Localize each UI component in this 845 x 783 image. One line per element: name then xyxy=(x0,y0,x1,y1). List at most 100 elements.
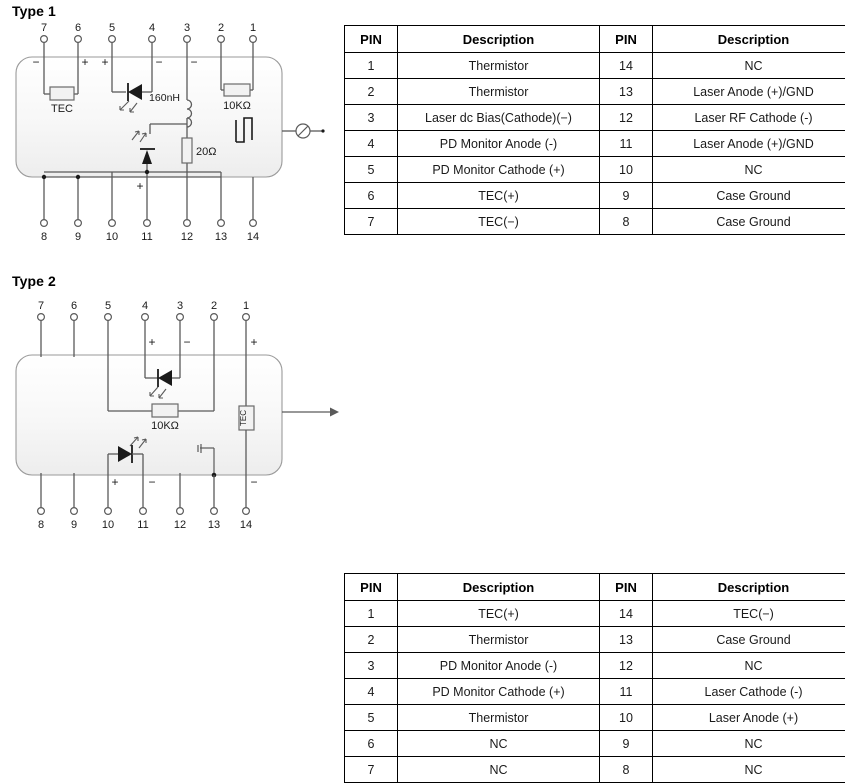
cell-pin-left: 5 xyxy=(345,705,398,731)
tec-label: TEC xyxy=(51,103,73,115)
cell-desc-right: Case Ground xyxy=(653,209,845,235)
cell-desc-left: Thermistor xyxy=(398,79,600,105)
polarity-bottom-14: − xyxy=(250,475,257,489)
cell-pin-right: 8 xyxy=(600,209,653,235)
cell-pin-right: 14 xyxy=(600,601,653,627)
pin-label-8: 8 xyxy=(41,231,47,243)
pin-terminal-8 xyxy=(38,508,45,515)
cell-pin-right: 12 xyxy=(600,653,653,679)
tec-element xyxy=(50,87,74,100)
header-desc-right: Description xyxy=(653,26,845,53)
pin-label-1: 1 xyxy=(243,300,249,312)
table-header-row: PIN Description PIN Description xyxy=(345,574,845,601)
cell-desc-right: TEC(−) xyxy=(653,601,845,627)
thermistor-label: 10KΩ xyxy=(151,420,179,432)
cell-pin-right: 11 xyxy=(600,131,653,157)
pin-terminal-13 xyxy=(211,508,218,515)
cell-pin-right: 12 xyxy=(600,105,653,131)
pin-terminal-14 xyxy=(250,220,257,227)
cell-desc-right: NC xyxy=(653,757,845,783)
polarity-top-3: − xyxy=(183,335,190,349)
pin-terminal-13 xyxy=(218,220,225,227)
resistor-element xyxy=(182,138,192,163)
polarity-bottom-11: + xyxy=(136,179,143,193)
table-header-row: PIN Description PIN Description xyxy=(345,26,845,53)
output-terminal-dot xyxy=(321,129,324,132)
pin-label-11: 11 xyxy=(137,519,148,531)
pin-label-3: 3 xyxy=(177,300,183,312)
table-row: 2 Thermistor 13 Laser Anode (+)/GND xyxy=(345,79,845,105)
pin-terminal-9 xyxy=(75,220,82,227)
pin-label-11: 11 xyxy=(141,231,152,243)
type1-section: Type 1 xyxy=(0,0,845,265)
pin-label-12: 12 xyxy=(181,231,193,243)
pin-terminal-11 xyxy=(144,220,151,227)
pin-terminal-6 xyxy=(71,314,78,321)
pin-label-8: 8 xyxy=(38,519,44,531)
table-row: 5 Thermistor 10 Laser Anode (+) xyxy=(345,705,845,731)
cell-desc-left: TEC(+) xyxy=(398,183,600,209)
cell-pin-right: 13 xyxy=(600,627,653,653)
pin-terminal-14 xyxy=(243,508,250,515)
resistor-label: 20Ω xyxy=(196,146,216,158)
table-row: 7 TEC(−) 8 Case Ground xyxy=(345,209,845,235)
table-row: 6 NC 9 NC xyxy=(345,731,845,757)
polarity-bottom-10: + xyxy=(111,475,118,489)
cell-desc-right: NC xyxy=(653,731,845,757)
type2-schematic: 7 6 5 4 3 2 1 + − + xyxy=(0,265,340,530)
pin-terminal-7 xyxy=(41,36,48,43)
cell-desc-right: Case Ground xyxy=(653,183,845,209)
cell-desc-left: NC xyxy=(398,731,600,757)
cell-pin-left: 3 xyxy=(345,105,398,131)
header-desc-left: Description xyxy=(398,26,600,53)
tec-label: TEC xyxy=(239,410,248,426)
header-pin-left: PIN xyxy=(345,26,398,53)
pin-terminal-4 xyxy=(149,36,156,43)
pin-terminal-8 xyxy=(41,220,48,227)
thermistor-label: 10KΩ xyxy=(223,100,251,112)
table-row: 1 Thermistor 14 NC xyxy=(345,53,845,79)
pin-terminal-2 xyxy=(211,314,218,321)
pin-label-14: 14 xyxy=(247,231,259,243)
pin-label-12: 12 xyxy=(174,519,186,531)
type1-schematic: 7 6 5 4 3 2 1 − + + − − TEC xyxy=(0,0,340,265)
polarity-top-4: + xyxy=(148,335,155,349)
header-desc-left: Description xyxy=(398,574,600,601)
cell-desc-right: Laser Anode (+)/GND xyxy=(653,131,845,157)
header-pin-right: PIN xyxy=(600,574,653,601)
cell-pin-left: 5 xyxy=(345,157,398,183)
polarity-top-3: − xyxy=(190,55,197,69)
pin-label-5: 5 xyxy=(109,22,115,34)
cell-pin-left: 7 xyxy=(345,757,398,783)
cell-pin-right: 13 xyxy=(600,79,653,105)
cell-desc-right: Laser Cathode (-) xyxy=(653,679,845,705)
table-row: 6 TEC(+) 9 Case Ground xyxy=(345,183,845,209)
cell-pin-right: 9 xyxy=(600,183,653,209)
cell-pin-left: 2 xyxy=(345,627,398,653)
pin-label-4: 4 xyxy=(142,300,148,312)
optical-output-arrow xyxy=(330,408,339,417)
polarity-top-5: + xyxy=(101,55,108,69)
thermistor-element xyxy=(152,404,178,417)
pin-terminal-5 xyxy=(105,314,112,321)
cell-pin-left: 6 xyxy=(345,183,398,209)
cell-desc-right: Laser Anode (+)/GND xyxy=(653,79,845,105)
type1-pinout-table: PIN Description PIN Description 1 Thermi… xyxy=(344,25,845,235)
pin-label-7: 7 xyxy=(38,300,44,312)
cell-desc-left: NC xyxy=(398,757,600,783)
cell-desc-right: Laser RF Cathode (-) xyxy=(653,105,845,131)
pin-terminal-3 xyxy=(184,36,191,43)
cell-desc-left: Laser dc Bias(Cathode)(−) xyxy=(398,105,600,131)
table-row: 3 PD Monitor Anode (-) 12 NC xyxy=(345,653,845,679)
cell-pin-right: 8 xyxy=(600,757,653,783)
polarity-top-4: − xyxy=(155,55,162,69)
polarity-top-6: + xyxy=(81,55,88,69)
cell-desc-left: PD Monitor Anode (-) xyxy=(398,131,600,157)
pin-terminal-1 xyxy=(243,314,250,321)
cell-pin-left: 6 xyxy=(345,731,398,757)
table-row: 3 Laser dc Bias(Cathode)(−) 12 Laser RF … xyxy=(345,105,845,131)
cell-desc-right: NC xyxy=(653,653,845,679)
pin-label-10: 10 xyxy=(106,231,118,243)
type2-pinout-table: PIN Description PIN Description 1 TEC(+)… xyxy=(344,573,845,783)
pin-terminal-7 xyxy=(38,314,45,321)
